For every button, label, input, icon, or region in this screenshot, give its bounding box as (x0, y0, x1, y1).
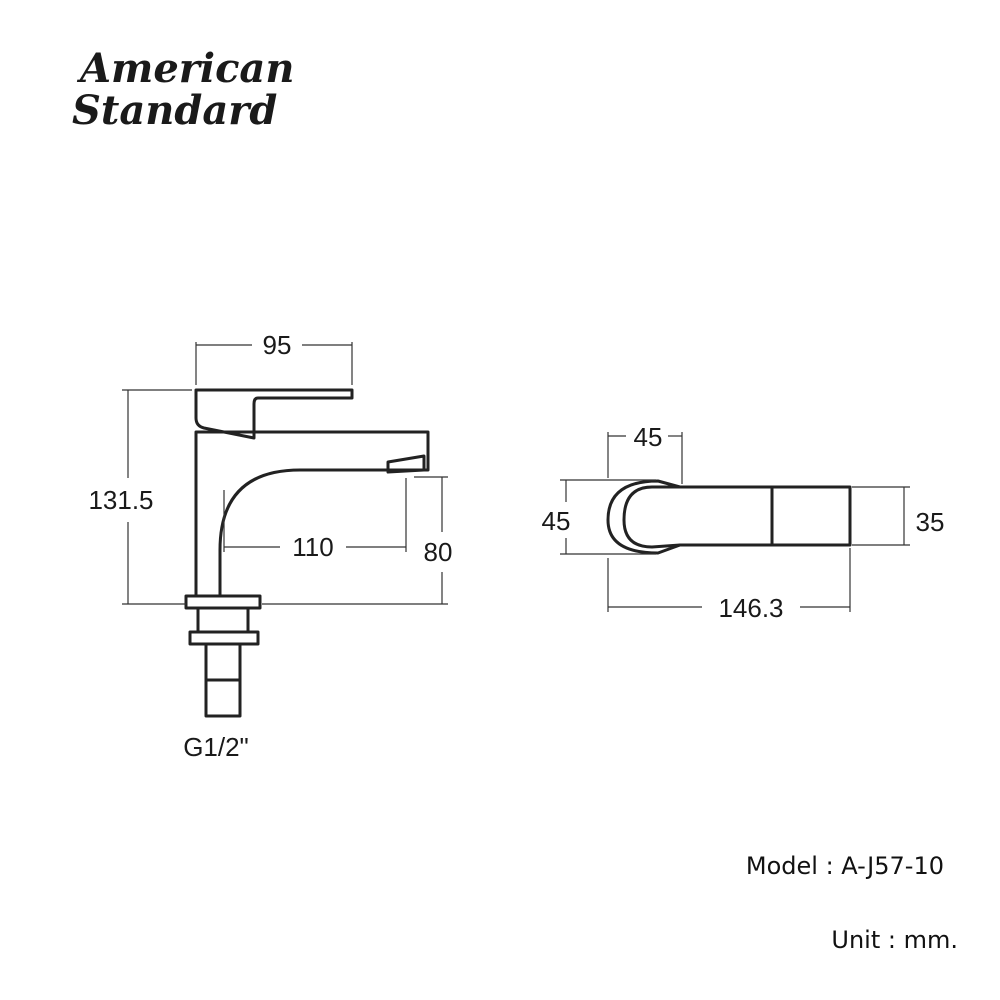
dimension-label-131-5: 131.5 (88, 485, 153, 515)
brand-line-1: American (76, 45, 294, 92)
head-inner-curve (622, 485, 682, 549)
handle-lever (194, 388, 354, 440)
dimension-label-80: 80 (424, 537, 453, 567)
spout-aerator (386, 454, 426, 474)
base-flange (184, 594, 262, 610)
dimension-spout-reach: 110 (223, 478, 407, 562)
brand-line-2: Standard (72, 87, 277, 134)
dimension-label-95: 95 (263, 330, 292, 360)
front-view: 95 131.5 110 80 G1/2" (88, 330, 452, 762)
thread-size-label: G1/2" (183, 732, 249, 762)
dimension-label-45-top: 45 (634, 422, 663, 452)
dimension-handle-width: 95 (195, 330, 353, 385)
dimension-label-146-3: 146.3 (718, 593, 783, 623)
dimension-label-45-left: 45 (542, 506, 571, 536)
faucet-body-outline (194, 430, 430, 598)
dimension-head-length: 45 (607, 422, 683, 484)
locking-nut-ring (188, 630, 260, 646)
dimension-spout-height: 80 (262, 476, 453, 605)
dimension-lever-width: 35 (852, 486, 945, 546)
dimension-total-height: 131.5 (88, 389, 192, 605)
dimension-label-110: 110 (292, 532, 333, 562)
dimension-total-length: 146.3 (607, 548, 851, 623)
brand-logo: American Standard (72, 45, 294, 134)
unit-label: Unit : mm. (831, 926, 958, 954)
locking-nut-top (196, 606, 250, 634)
top-view: 45 45 35 146.3 (542, 422, 945, 623)
dimension-label-35: 35 (916, 507, 945, 537)
dimension-head-width: 45 (542, 479, 656, 555)
faucet-top-outline (606, 479, 852, 555)
model-label: Model : A-J57-10 (746, 852, 944, 880)
